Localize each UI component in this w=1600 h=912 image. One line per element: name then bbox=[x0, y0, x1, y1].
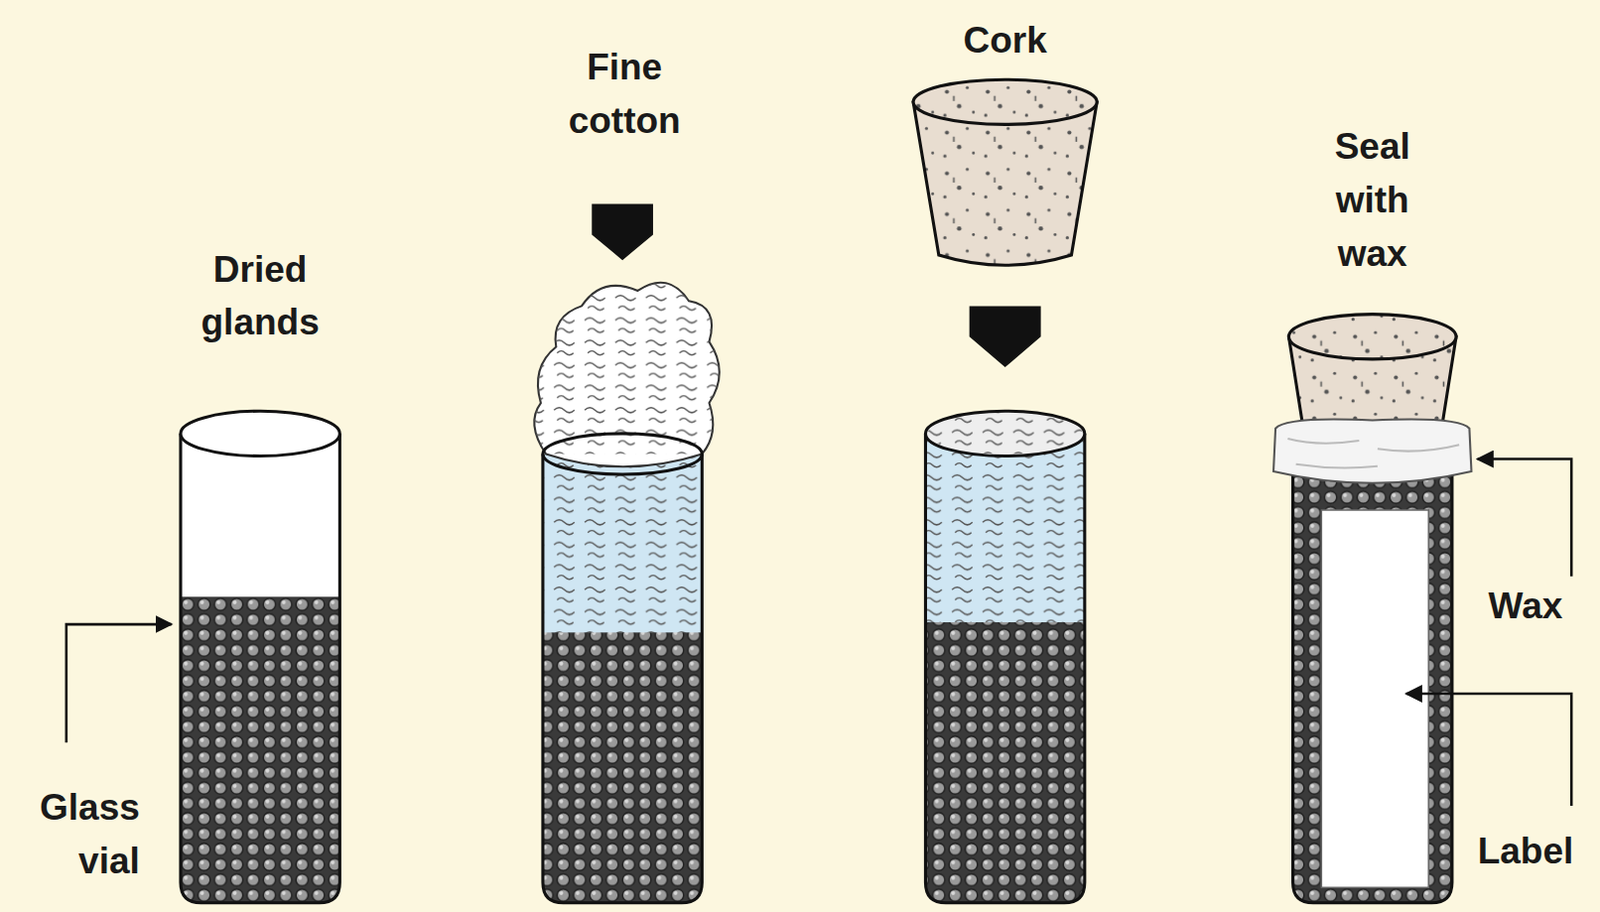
glands-label: Dried glands bbox=[170, 243, 350, 350]
vial-label: Glass vial bbox=[6, 781, 140, 888]
seal-label: Seal with wax bbox=[1308, 120, 1437, 280]
cork-label: Cork bbox=[929, 13, 1082, 68]
label-label: Label bbox=[1459, 824, 1593, 879]
wax-label: Wax bbox=[1464, 579, 1587, 634]
cotton-label: Fine cotton bbox=[533, 40, 717, 147]
